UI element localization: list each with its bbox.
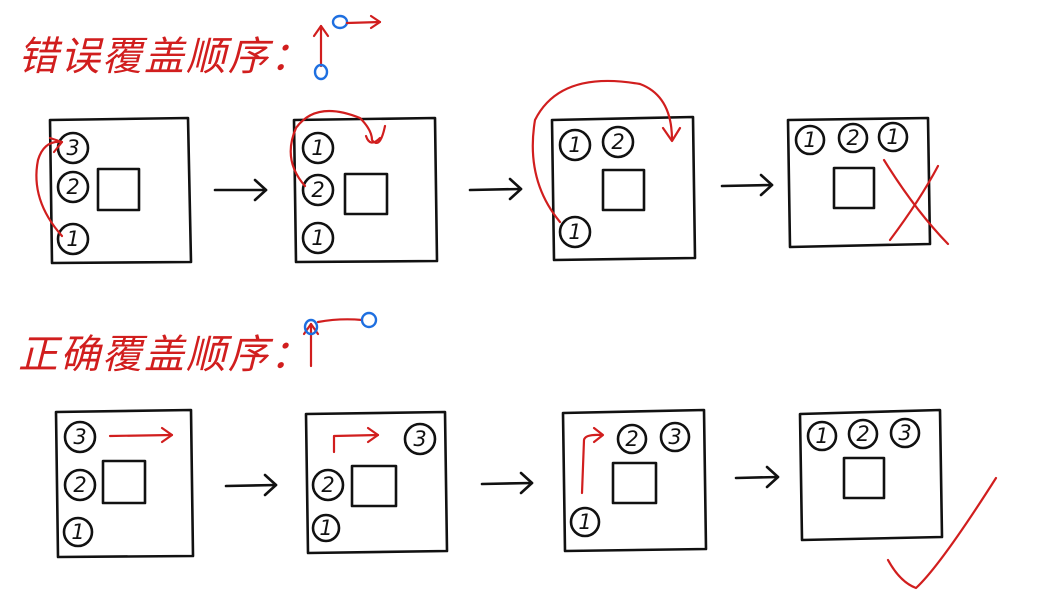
wrong-panel-4-item-c: 1	[886, 125, 899, 149]
wrong-panel-3-item-a: 1	[568, 133, 581, 157]
right-panel-3-item-b: 3	[668, 425, 681, 449]
right-panel-3: 2 3 1	[561, 408, 708, 553]
wrong-panel-2-item-a: 1	[311, 136, 324, 160]
wrong-arrow-3	[720, 173, 774, 197]
check-mark	[886, 476, 998, 590]
right-panel-3-item-a: 2	[625, 427, 638, 451]
wrong-panel-1-item-b: 2	[66, 175, 79, 199]
title-wrong-order: 错误覆盖顺序：	[18, 34, 312, 80]
wrong-order-legend-icon	[312, 14, 382, 81]
wrong-panel-1-item-a: 3	[66, 136, 79, 160]
wrong-panel-1: 3 2 1	[35, 116, 193, 265]
right-panel-4-item-a: 1	[815, 424, 828, 448]
right-arrow-3	[734, 465, 780, 489]
right-panel-4: 1 2 3	[798, 408, 944, 542]
right-order-legend-icon	[302, 311, 378, 368]
right-panel-1-item-b: 2	[73, 473, 86, 497]
right-panel-4-item-b: 2	[856, 422, 869, 446]
wrong-panel-2-item-c: 1	[311, 226, 324, 250]
right-panel-1-item-c: 1	[71, 520, 84, 544]
wrong-panel-4-item-a: 1	[803, 128, 816, 152]
wrong-panel-4-item-b: 2	[846, 126, 859, 150]
wrong-panel-3: 1 2 1	[531, 79, 697, 262]
right-panel-2-item-c: 1	[319, 516, 332, 540]
wrong-panel-3-item-b: 2	[611, 130, 624, 154]
title-right-order: 正确覆盖顺序：	[18, 332, 312, 378]
wrong-panel-2-item-b: 2	[311, 178, 324, 202]
right-panel-4-item-c: 3	[898, 421, 911, 445]
right-arrow-1	[224, 473, 278, 497]
right-arrow-2	[480, 471, 534, 495]
wrong-arrow-1	[213, 178, 268, 202]
right-panel-1-item-a: 3	[73, 425, 86, 449]
right-panel-2-item-a: 3	[413, 427, 426, 451]
wrong-arrow-2	[468, 177, 523, 201]
right-panel-3-item-c: 1	[578, 510, 591, 534]
right-panel-1: 3 2 1	[54, 408, 195, 559]
wrong-panel-2: 1 2 1	[289, 109, 439, 264]
wrong-panel-4: 1 2 1	[786, 116, 932, 249]
right-panel-2-item-b: 2	[321, 473, 334, 497]
right-panel-2: 3 2 1	[304, 410, 449, 555]
wrong-panel-1-item-c: 1	[66, 227, 79, 251]
cross-mark	[882, 158, 950, 246]
wrong-panel-3-item-c: 1	[568, 220, 581, 244]
